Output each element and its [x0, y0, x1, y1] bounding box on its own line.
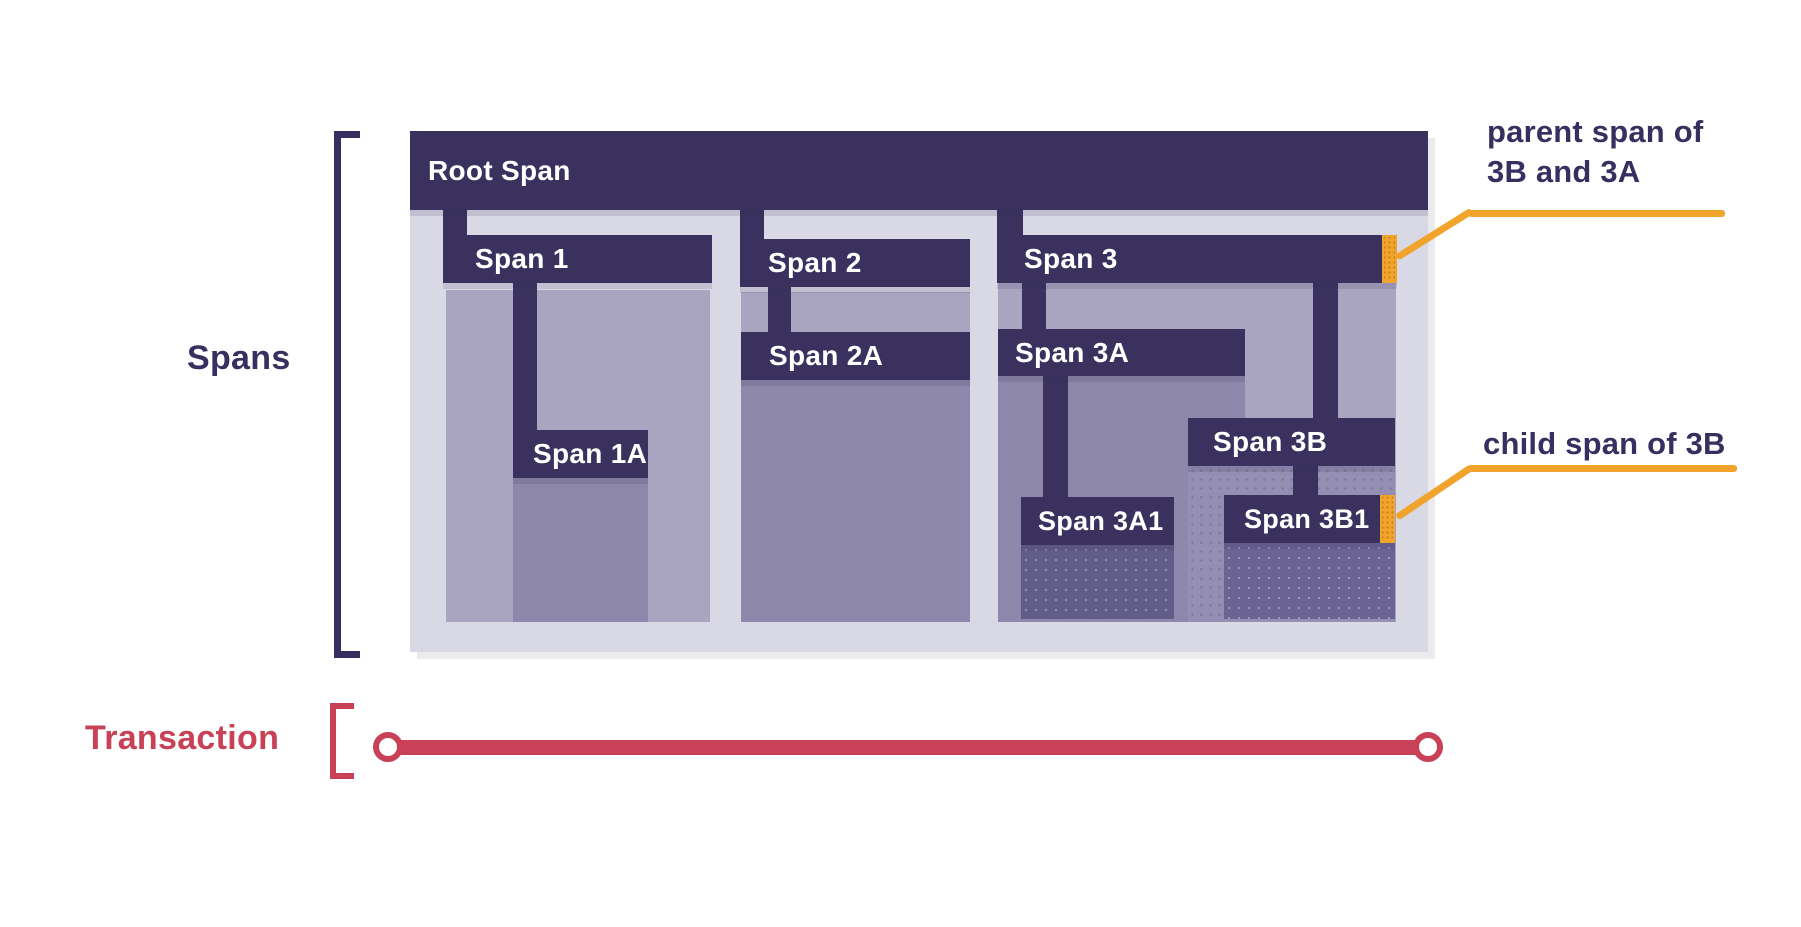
parent-span-annotation-line1: parent span of [1487, 114, 1704, 149]
parent-span-annotation: parent span of 3B and 3A [1487, 112, 1703, 192]
transaction-bracket [330, 703, 354, 779]
connector-span3a-to-span3a1 [1043, 376, 1068, 498]
connector-span1-to-span1a [513, 283, 537, 431]
connector-root-to-span2 [740, 210, 764, 240]
connector-root-to-span1 [443, 210, 467, 236]
connector-span3-to-span3b [1313, 283, 1338, 419]
span3-label: Span 3 [1024, 243, 1118, 274]
spans-label: Spans [187, 339, 291, 377]
connector-span3b-to-span3b1 [1293, 466, 1318, 496]
span3a1-label: Span 3A1 [1038, 505, 1164, 536]
child-callout-line [1468, 465, 1737, 472]
span2-bar: Span 2 [740, 239, 970, 287]
duration-block-span3b1 [1224, 543, 1395, 619]
connector-span3-to-span3a [1022, 283, 1046, 330]
span3b1-label: Span 3B1 [1244, 503, 1370, 534]
transaction-label: Transaction [85, 719, 280, 757]
child-span-annotation: child span of 3B [1483, 426, 1726, 461]
spans-bracket [334, 131, 360, 658]
duration-block-span3a1 [1021, 545, 1174, 619]
root-span-label: Root Span [428, 154, 571, 186]
span1-label: Span 1 [475, 243, 569, 274]
timeline-end-circle [1413, 732, 1443, 762]
span1a-bar: Span 1A [513, 430, 648, 478]
span3a-label: Span 3A [1015, 336, 1130, 368]
duration-block-span2a [741, 380, 970, 622]
span3b1-child-highlight-marker [1380, 495, 1395, 543]
span1a-label: Span 1A [533, 438, 648, 469]
connector-root-to-span3 [997, 210, 1023, 236]
duration-block-span1a [513, 478, 648, 622]
span3a-bar: Span 3A [998, 329, 1245, 376]
span1-bar: Span 1 [443, 235, 712, 283]
connector-span2-to-span2a [768, 287, 791, 333]
span3-bar: Span 3 [997, 235, 1397, 283]
span3a1-bar: Span 3A1 [1021, 497, 1174, 545]
span3b-label: Span 3B [1213, 426, 1328, 457]
root-span-bar: Root Span [410, 131, 1428, 210]
span3b-bar: Span 3B [1188, 418, 1395, 466]
span2a-bar: Span 2A [741, 332, 970, 380]
span3-parent-highlight-marker [1382, 235, 1397, 283]
parent-callout-line [1468, 210, 1725, 217]
span3b1-bar: Span 3B1 [1224, 495, 1395, 543]
parent-span-annotation-line2: 3B and 3A [1487, 154, 1641, 189]
transaction-timeline [390, 740, 1425, 755]
timeline-start-circle [373, 732, 403, 762]
span2a-label: Span 2A [769, 340, 884, 371]
span2-label: Span 2 [768, 247, 862, 278]
